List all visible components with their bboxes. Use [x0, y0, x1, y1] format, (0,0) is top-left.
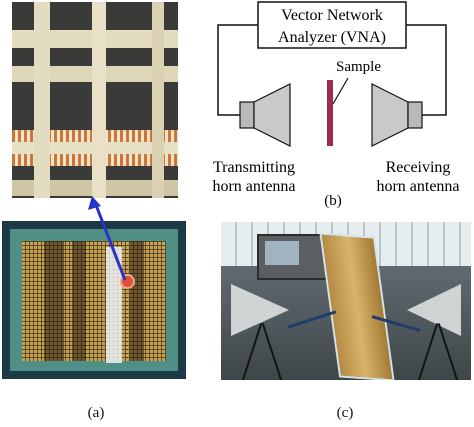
zoom-location-marker — [122, 276, 133, 287]
tx-cable — [217, 24, 258, 116]
sample-grid — [22, 241, 166, 363]
sample-bar — [327, 80, 333, 146]
zoom-grid-post — [152, 2, 164, 198]
zoom-arrow-head — [88, 196, 101, 210]
setup-vna-screen — [265, 241, 299, 265]
zoom-grid-post — [34, 2, 50, 198]
caption-c: (c) — [336, 405, 354, 421]
zoom-arrow-line — [94, 204, 127, 281]
tx-horn-flare — [253, 83, 291, 147]
measurement-setup-photo — [221, 222, 471, 380]
vna-label-line1: Vector Network — [281, 7, 383, 24]
sample-leader-line — [332, 77, 349, 105]
sample-label: Sample — [336, 59, 381, 75]
zoom-grid-post — [92, 2, 106, 198]
rx-horn-feed — [407, 101, 423, 129]
rx-label-line2: horn antenna — [376, 178, 459, 195]
sample-dark-stripe — [130, 241, 144, 361]
sample-dark-stripe — [44, 241, 64, 361]
sample-dark-stripe — [72, 241, 86, 361]
sample-board — [10, 229, 178, 371]
tx-horn-feed — [239, 101, 255, 129]
caption-b: (b) — [324, 193, 342, 209]
setup-cable — [287, 310, 337, 329]
tx-label-line1: Transmitting — [213, 159, 295, 176]
sample-foam-strip — [105, 247, 122, 363]
tx-label-line2: horn antenna — [212, 178, 295, 195]
rx-cable — [406, 24, 447, 116]
rx-label-line1: Receiving — [386, 159, 451, 176]
zoomed-unit-cell-photo — [12, 2, 178, 198]
vna-label-line2: Analyzer (VNA) — [278, 29, 386, 46]
caption-a: (a) — [87, 405, 105, 421]
sample-board-photo — [2, 221, 186, 379]
rx-horn-flare — [371, 83, 409, 147]
